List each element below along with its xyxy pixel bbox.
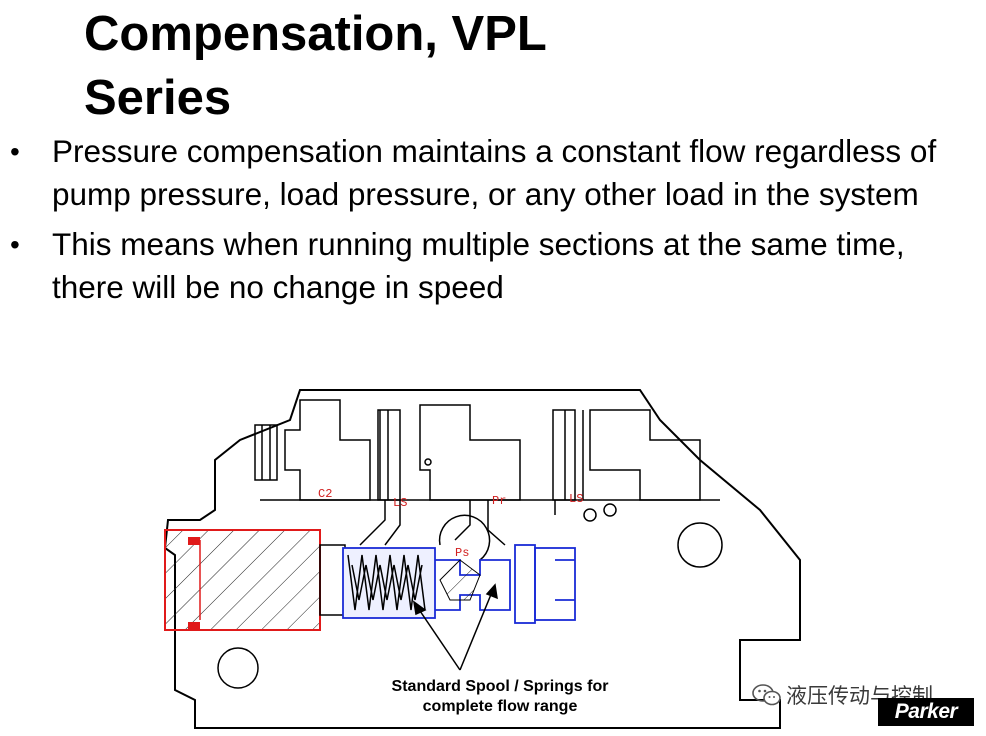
bullet-dot: • — [10, 229, 20, 260]
springs — [347, 554, 426, 611]
port-label-ls-left: LS — [393, 496, 407, 510]
valve-section-diagram: C2 LS Pr LS Ps — [163, 389, 801, 729]
wechat-icon — [752, 684, 781, 706]
slide-title: Compensation, VPL Series — [84, 2, 884, 130]
bullet-item: • This means when running multiple secti… — [10, 223, 980, 309]
bullet-dot: • — [10, 136, 20, 167]
body-hatch — [439, 559, 481, 601]
bullet-text: This means when running multiple section… — [52, 226, 905, 305]
bullet-item: • Pressure compensation maintains a cons… — [10, 130, 980, 216]
spring-seat — [319, 544, 346, 616]
title-line-2: Series — [84, 71, 232, 125]
diagram-caption: Standard Spool / Springs for complete fl… — [355, 677, 645, 717]
port-label-c2: C2 — [318, 487, 332, 501]
port-label-ls-right: LS — [569, 492, 583, 506]
title-line-1: Compensation, VPL — [84, 7, 547, 61]
port-label-pr: Pr — [492, 494, 506, 508]
upper-cavities — [254, 399, 720, 501]
caption-line-1: Standard Spool / Springs for — [391, 678, 609, 695]
caption-line-2: complete flow range — [422, 698, 578, 715]
bullet-list: • Pressure compensation maintains a cons… — [10, 130, 980, 316]
parker-logo: Parker — [878, 698, 974, 726]
valve-body-outline — [163, 389, 801, 729]
compensator-plug — [164, 529, 321, 631]
lower-passages — [217, 500, 723, 689]
callout-arrows — [412, 583, 498, 671]
bullet-text: Pressure compensation maintains a consta… — [52, 133, 937, 212]
port-label-ps: Ps — [455, 546, 469, 560]
